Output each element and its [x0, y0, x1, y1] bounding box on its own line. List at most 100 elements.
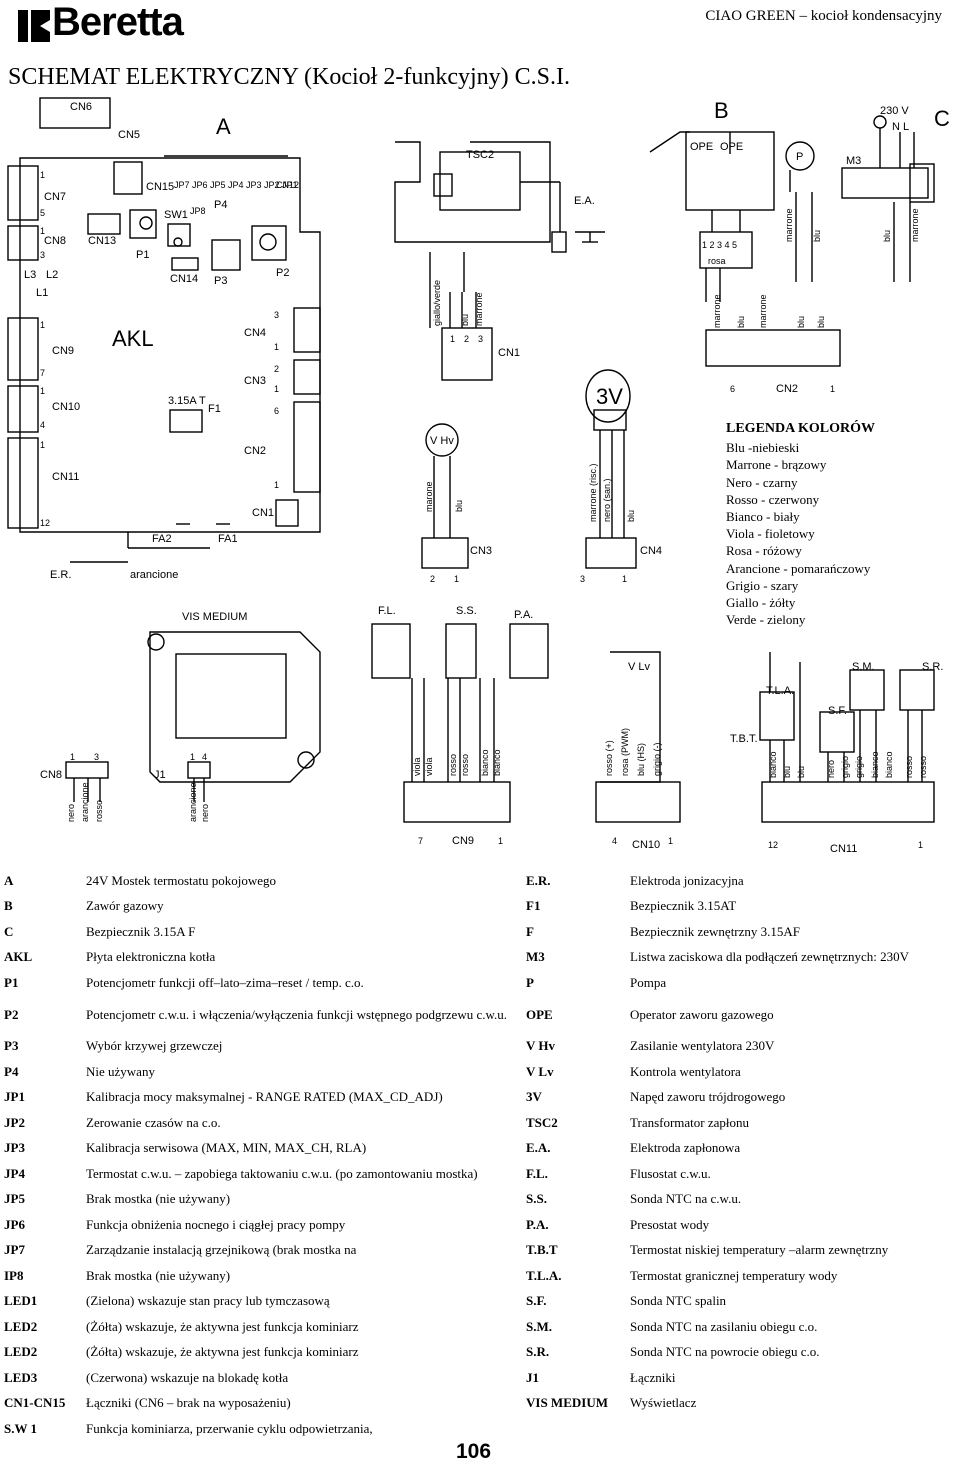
page-number: 106: [456, 1440, 492, 1463]
connector-label: JP7 JP6 JP5 JP4 JP3 JP2 JP1: [174, 180, 298, 190]
code-description: Potencjometr c.w.u. i włączenia/wyłączen…: [86, 1006, 508, 1022]
legend-item: Marrone - brązowy: [726, 457, 827, 473]
pump-label: P: [796, 151, 803, 163]
cn3-label: CN3: [470, 545, 492, 557]
code-key: B: [4, 898, 13, 914]
code-description: Potencjometr funkcji off–lato–zima–reset…: [86, 974, 364, 990]
er-label: E.R.: [50, 569, 71, 581]
code-description: Sonda NTC na zasilaniu obiegu c.o.: [630, 1318, 818, 1334]
code-description: Sonda NTC spalin: [630, 1293, 727, 1309]
v3-label: 3V: [596, 384, 623, 409]
wire-color: marrone: [758, 294, 768, 328]
pin-number: 3: [40, 250, 45, 260]
legend-item: Giallo - żółty: [726, 595, 796, 611]
pin-number: 1: [274, 480, 279, 490]
code-key: JP4: [4, 1165, 25, 1181]
wire-color: bianco: [870, 751, 880, 778]
cn2-label: CN2: [776, 383, 798, 395]
code-key: 3V: [526, 1089, 542, 1105]
table-row: LED3(Czerwona) wskazuje na blokadę kotła…: [4, 1365, 956, 1391]
pin-number: 12: [768, 840, 778, 850]
code-description: Funkcja kominiarza, przerwanie cyklu odp…: [86, 1420, 373, 1436]
code-description: Łączniki: [630, 1369, 676, 1385]
code-description: Zerowanie czasów na c.o.: [86, 1114, 221, 1130]
code-key: OPE: [526, 1006, 553, 1022]
pin-number: 1: [498, 836, 503, 846]
beretta-logo: Beretta: [14, 0, 214, 50]
code-key: LED2: [4, 1344, 38, 1360]
wire-color: nero: [66, 804, 76, 822]
supply-nl: N L: [892, 121, 909, 133]
code-key: JP3: [4, 1140, 25, 1156]
sm-label: S.M.: [852, 661, 875, 673]
cn4-label: CN4: [640, 545, 662, 557]
cn1-label: CN1: [498, 347, 520, 359]
code-key: P2: [4, 1006, 19, 1022]
code-key: F.L.: [526, 1165, 548, 1181]
pin-number: 1: [450, 334, 455, 344]
legend-item: Verde - zielony: [726, 612, 806, 628]
code-key: J1: [526, 1369, 539, 1385]
code-key: E.R.: [526, 872, 551, 888]
connector-label: P3: [214, 275, 227, 287]
pin-number: 1: [40, 320, 45, 330]
code-description: (Czerwona) wskazuje na blokadę kotła: [86, 1369, 289, 1385]
legend-item: Nero - czarny: [726, 474, 798, 490]
ope-label: OPE: [720, 141, 743, 153]
connector-label: CN7: [44, 191, 66, 203]
section-a-label: A: [216, 114, 231, 139]
code-key: E.A.: [526, 1140, 551, 1156]
pin-number: 6: [274, 406, 279, 416]
code-description: Elektroda jonizacyjna: [630, 872, 744, 888]
vlv-label: V Lv: [628, 661, 651, 673]
code-key: [526, 1416, 630, 1442]
code-key: T.B.T: [526, 1242, 558, 1258]
wire-color: blu (HS): [636, 743, 646, 776]
code-key: P.A.: [526, 1216, 549, 1232]
code-description: Kalibracja serwisowa (MAX, MIN, MAX_CH, …: [86, 1140, 367, 1156]
pin-number: 3: [94, 752, 99, 762]
wire-color: blu: [454, 500, 464, 512]
wire-color: marrone: [712, 294, 722, 328]
wire-color: grigio (-): [652, 742, 662, 776]
code-description: Transformator zapłonu: [630, 1114, 750, 1130]
wire-color: blu: [460, 314, 470, 326]
wire-color: marrone: [784, 208, 794, 242]
wire-color: bianco: [884, 751, 894, 778]
code-key: T.L.A.: [526, 1267, 562, 1283]
code-key: C: [4, 923, 14, 939]
code-key: JP7: [4, 1242, 25, 1258]
code-key: A: [4, 872, 14, 888]
code-description: Napęd zaworu trójdrogowego: [630, 1089, 786, 1105]
code-key: P3: [4, 1038, 19, 1054]
wire-color: blu: [796, 766, 806, 778]
ope-label: OPE: [690, 141, 713, 153]
legend-item: Grigio - szary: [726, 577, 799, 593]
code-description: Sonda NTC na powrocie obiegu c.o.: [630, 1344, 820, 1360]
code-key: S.W 1: [4, 1420, 37, 1436]
wire-color: bianco: [492, 749, 502, 776]
table-row: P2 Potencjometr c.w.u. i włączenia/wyłącz…: [4, 996, 956, 1034]
code-description: Wybór krzywej grzewczej: [86, 1038, 223, 1054]
wire-color: rosa (PWM): [620, 728, 630, 776]
connector-label: CN1: [252, 507, 274, 519]
pin-number: 1: [40, 386, 45, 396]
rosa-label: rosa: [708, 256, 726, 266]
wire-color: blu: [812, 230, 822, 242]
wire-color: rosso: [918, 756, 928, 778]
pin-number: 6: [730, 384, 735, 394]
pin-number: 4: [612, 836, 617, 846]
wire-color: rosso (+): [604, 740, 614, 776]
pin-number: 1: [668, 836, 673, 846]
sr-label: S.R.: [922, 661, 943, 673]
code-key: S.F.: [526, 1293, 547, 1309]
legend-item: Rosso - czerwony: [726, 491, 820, 507]
code-description: Zasilanie wentylatora 230V: [630, 1038, 775, 1054]
code-description: Bezpiecznik 3.15A F: [86, 923, 196, 939]
code-key: V Lv: [526, 1063, 554, 1079]
